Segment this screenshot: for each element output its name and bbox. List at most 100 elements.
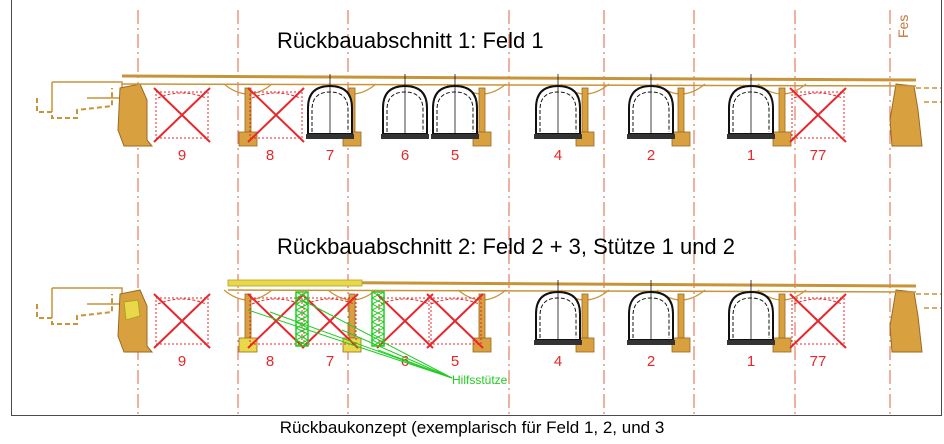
removed-profile <box>157 92 207 99</box>
track-label: 77 <box>810 353 827 370</box>
removed-cross <box>426 293 484 349</box>
edge-label: Fes <box>895 15 911 38</box>
helper-label: Hilfsstütze <box>452 373 508 387</box>
removed-clearance-box <box>155 91 209 139</box>
left-railing <box>36 294 113 325</box>
track-label: 5 <box>451 353 459 370</box>
helper-lattice <box>371 321 385 329</box>
pier-column <box>677 87 685 133</box>
removed-clearance-box <box>428 297 482 345</box>
helper-lattice <box>371 339 385 347</box>
right-abutment <box>889 83 923 147</box>
removed-cross <box>247 87 305 143</box>
left-abutment <box>117 83 154 147</box>
bridge-drawing: Fes Rückbauabschnitt 1: Feld 1 9 8 7 6 5 4 2 1 7… <box>36 10 941 415</box>
pier-column <box>478 293 486 339</box>
demolished-deck-segment <box>227 279 363 287</box>
helper-leader-line <box>377 349 453 379</box>
removed-profile <box>430 298 480 305</box>
removed-clearance-box <box>303 297 357 345</box>
pier-column <box>581 87 589 133</box>
removed-clearance-box <box>791 91 845 139</box>
stage-1-title: Rückbauabschnitt 1: Feld 1 <box>277 28 544 53</box>
left-demolished-part <box>123 299 141 321</box>
track-label: 1 <box>747 353 755 370</box>
removed-cross <box>789 293 847 349</box>
removed-profile <box>380 298 430 305</box>
vehicle-bogie <box>431 134 479 139</box>
pier-footing <box>238 131 258 147</box>
track-label: 9 <box>178 147 186 164</box>
right-abutment <box>889 289 923 353</box>
helper-lattice <box>371 297 385 305</box>
drawing-frame: Fes Rückbauabschnitt 1: Feld 1 9 8 7 6 5 4 2 1 7… <box>11 0 942 416</box>
helper-leader-line <box>301 299 453 379</box>
vehicle-bogie <box>627 340 675 345</box>
helper-lattice <box>295 297 309 305</box>
removed-clearance-box <box>249 297 303 345</box>
helper-lattice <box>371 333 385 341</box>
track-label: 7 <box>326 147 334 164</box>
helper-lattice <box>295 315 309 323</box>
pier-column <box>778 293 786 339</box>
track-label: 6 <box>401 147 409 164</box>
helper-leader-line <box>247 309 453 379</box>
helper-lattice <box>371 309 385 317</box>
figure-caption: Rückbaukonzept (exemplarisch für Feld 1,… <box>279 418 665 437</box>
removed-profile <box>251 298 301 305</box>
removed-cross <box>376 293 434 349</box>
removed-cross <box>153 87 211 143</box>
helper-lattice <box>295 309 309 317</box>
track-label: 7 <box>326 353 334 370</box>
vehicle-bogie <box>534 340 582 345</box>
helper-lattice <box>295 339 309 347</box>
removed-profile <box>793 92 843 99</box>
helper-lattice <box>371 315 385 323</box>
vehicle-bogie <box>627 134 675 139</box>
pier-column <box>677 293 685 339</box>
pier-footing <box>772 131 792 147</box>
removed-clearance-box <box>249 91 303 139</box>
track-label: 5 <box>451 147 459 164</box>
track-label: 4 <box>554 147 562 164</box>
track-label: 2 <box>647 147 655 164</box>
deck-bottom <box>227 289 917 293</box>
right-railing <box>916 87 941 103</box>
vehicle-bogie <box>306 134 354 139</box>
vehicle-bogie <box>381 134 429 139</box>
pier-footing <box>772 337 792 353</box>
helper-lattice <box>295 333 309 341</box>
removed-profile <box>157 298 207 305</box>
left-railing <box>36 88 113 119</box>
vehicle-bogie <box>727 134 775 139</box>
track-label: 2 <box>647 353 655 370</box>
track-label: 4 <box>554 353 562 370</box>
removed-cross <box>789 87 847 143</box>
removed-clearance-box <box>155 297 209 345</box>
helper-lattice <box>371 303 385 311</box>
deck-bottom <box>121 83 917 87</box>
track-label: 6 <box>401 353 409 370</box>
removed-clearance-box <box>791 297 845 345</box>
track-label: 8 <box>266 353 274 370</box>
pier-column <box>581 293 589 339</box>
removed-cross <box>301 293 359 349</box>
helper-lattice <box>371 291 385 299</box>
helper-support <box>295 291 309 347</box>
removed-cross <box>247 293 305 349</box>
helper-lattice <box>371 327 385 335</box>
pier-column <box>778 87 786 133</box>
removed-profile <box>793 298 843 305</box>
track-label: 77 <box>810 147 827 164</box>
track-label: 9 <box>178 353 186 370</box>
pier-column <box>478 87 486 133</box>
vehicle-bogie <box>727 340 775 345</box>
removed-profile <box>251 92 301 99</box>
axis-lines <box>137 10 891 415</box>
helper-lattice <box>295 303 309 311</box>
helper-lattice <box>295 291 309 299</box>
stage-2-title: Rückbauabschnitt 2: Feld 2 + 3, Stütze 1… <box>277 234 735 259</box>
stage-2: Rückbauabschnitt 2: Feld 2 + 3, Stütze 1… <box>36 234 941 387</box>
removed-cross <box>153 293 211 349</box>
